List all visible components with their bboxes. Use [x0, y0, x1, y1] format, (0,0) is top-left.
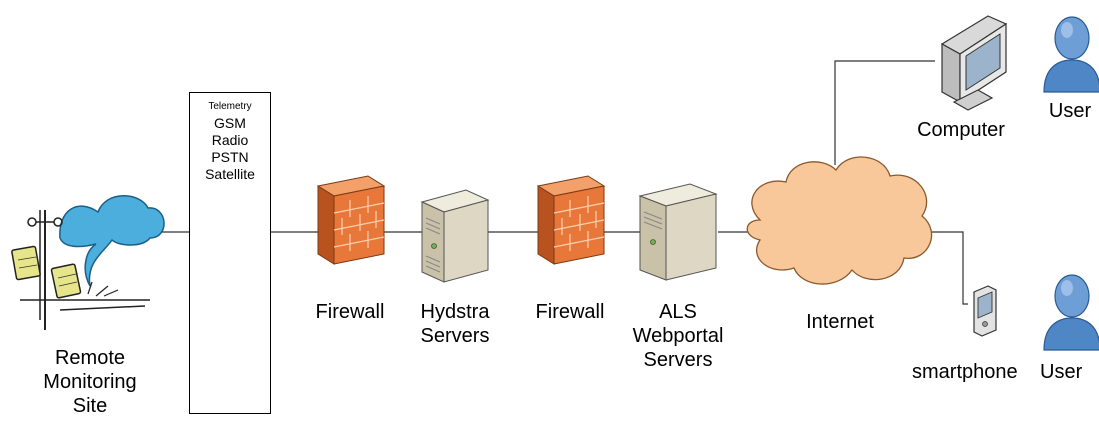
- label-line: ALS: [659, 301, 697, 323]
- server-icon: [420, 189, 490, 283]
- label-line: Webportal: [632, 325, 724, 347]
- telemetry-method: Radio: [211, 132, 249, 148]
- internet-label: Internet: [806, 311, 874, 333]
- firewall-label: Firewall: [315, 301, 385, 323]
- telemetry-title: Telemetry: [208, 101, 252, 112]
- label-line: Hydstra: [420, 301, 490, 323]
- server-icon: [638, 183, 718, 281]
- firewall-label: Firewall: [535, 301, 605, 323]
- label-line: Site: [72, 395, 108, 417]
- remote-site-icon: [11, 195, 165, 330]
- user-icon: [1043, 274, 1099, 351]
- hydstra-servers-label: Hydstra Servers: [410, 300, 500, 348]
- smartphone-icon: [973, 285, 997, 337]
- telemetry-method: Satellite: [205, 166, 255, 182]
- connection-lines: [155, 60, 968, 305]
- als-servers-label: ALS Webportal Servers: [618, 300, 738, 372]
- smartphone-label: smartphone: [912, 361, 1018, 383]
- firewall-icon: [536, 175, 606, 265]
- label-line: Remote: [54, 347, 126, 369]
- telemetry-method: PSTN: [211, 149, 249, 165]
- user-icon: [1043, 16, 1099, 93]
- computer-icon: [940, 15, 1008, 111]
- telemetry-methods: GSM Radio PSTN Satellite: [190, 115, 270, 183]
- telemetry-box: Telemetry GSM Radio PSTN Satellite: [189, 92, 271, 414]
- remote-site-label: Remote Monitoring Site: [30, 346, 150, 418]
- line-internet-smartphone: [932, 231, 968, 305]
- telemetry-method: GSM: [214, 115, 246, 131]
- line-internet-computer: [834, 60, 935, 165]
- label-line: Servers: [420, 325, 490, 347]
- user-label: User: [1048, 100, 1092, 122]
- cloud-icon: [746, 156, 933, 285]
- label-line: Monitoring: [43, 371, 137, 393]
- label-line: Servers: [643, 349, 713, 371]
- user-label: User: [1040, 361, 1083, 383]
- firewall-icon: [316, 175, 386, 265]
- computer-label: Computer: [917, 119, 1005, 141]
